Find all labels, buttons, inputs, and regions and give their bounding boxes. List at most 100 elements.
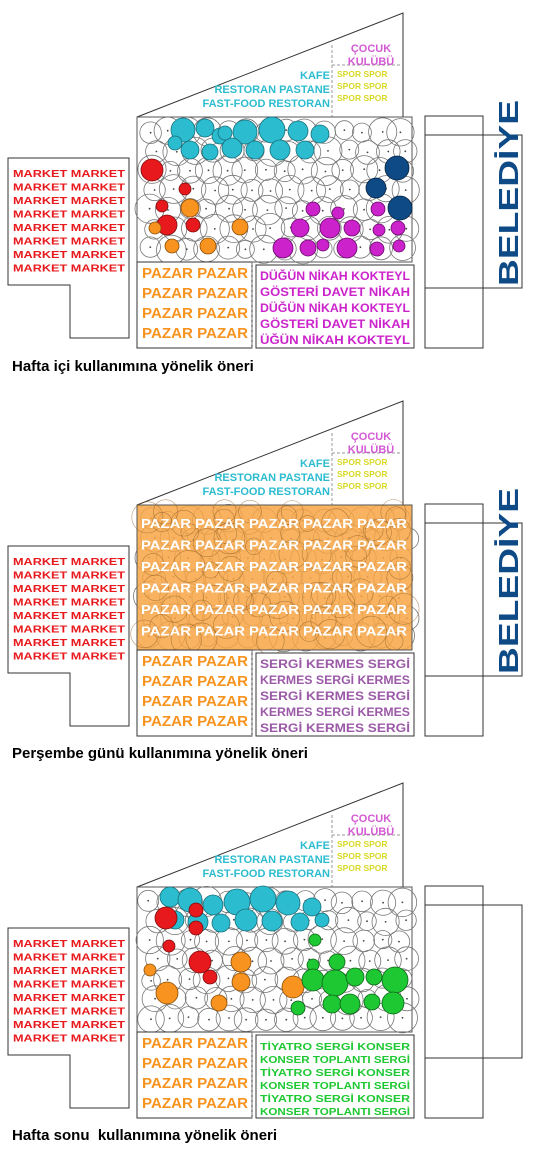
tree-canopy (330, 195, 358, 223)
tree-trunk (244, 208, 246, 211)
event-text-0: DÜĞÜN NİKAH KOKTEYL (260, 268, 410, 283)
market-text-5: MARKET MARKET (13, 236, 126, 248)
tree-canopy (216, 523, 238, 544)
pazar-cell: PAZAR (195, 624, 246, 639)
cafe-seating (232, 119, 258, 145)
pazar-kiosk (155, 981, 179, 1005)
tree-trunk (155, 150, 158, 153)
tree-canopy (254, 1008, 277, 1031)
pazar-text-3: PAZAR PAZAR (142, 325, 248, 342)
market-kiosk (140, 158, 164, 182)
pazar-cell: PAZAR (303, 624, 354, 639)
pazar-text-3: PAZAR PAZAR (142, 1095, 248, 1112)
tree-trunk (284, 940, 286, 943)
cafe-seating (217, 125, 233, 141)
tree-canopy (370, 889, 397, 916)
tree-trunk (175, 150, 178, 153)
square-area (134, 116, 420, 266)
tree-trunk (324, 899, 326, 901)
tree-trunk (192, 187, 195, 190)
tree-trunk (150, 1018, 152, 1021)
tree-canopy (192, 528, 222, 558)
cafe-seating (302, 897, 322, 917)
spor-label-0: SPOR SPOR (337, 839, 388, 849)
kulubu-label: KULÜBÜ (348, 825, 394, 838)
pazar-cell: PAZAR (303, 602, 354, 617)
tree-canopy (203, 585, 228, 610)
cafe-seating (211, 913, 231, 933)
spor-label-0: SPOR SPOR (337, 457, 388, 467)
tree-canopy (384, 632, 404, 651)
municipality-inner (424, 904, 484, 1059)
tree-trunk (228, 207, 231, 210)
tree-canopy (177, 1006, 200, 1029)
spor-label-2: SPOR SPOR (337, 93, 388, 103)
tree-trunk (189, 938, 192, 941)
tree-canopy (385, 506, 407, 528)
tree-canopy (310, 607, 337, 634)
tree-canopy (191, 599, 213, 621)
tree-trunk (251, 960, 254, 963)
market-text-6: MARKET MARKET (13, 637, 126, 649)
pazar-kiosk (148, 221, 162, 235)
tree-canopy (235, 239, 255, 259)
kafe-label: KAFE (300, 70, 330, 82)
market-kiosk (188, 950, 212, 974)
tree-trunk (369, 228, 371, 231)
tree-canopy (274, 1007, 299, 1032)
event-text-5: KONSER TOPLANTI SERGİ (260, 1105, 410, 1118)
fastfood-label: FAST-FOOD RESTORAN (202, 98, 330, 110)
tree-trunk (366, 920, 368, 923)
pazar-cell: PAZAR (357, 602, 408, 617)
belediye-label: BELEDİYE (493, 100, 524, 286)
tree-trunk (398, 940, 400, 943)
spor-label-0: SPOR SPOR (337, 69, 388, 79)
pazar-block (136, 261, 253, 349)
tree-trunk (310, 189, 313, 192)
pazar-text-0: PAZAR PAZAR (142, 1035, 248, 1052)
tree-canopy (302, 581, 334, 614)
event-text-1: KERMES SERGİ KERMES (260, 672, 410, 687)
belediye-label: BELEDİYE (493, 488, 524, 674)
event-seating (299, 239, 317, 257)
pazar-cell: PAZAR (141, 538, 192, 553)
pazar-cell: PAZAR (141, 602, 192, 617)
municipality-inner (424, 134, 484, 289)
cafe-seating (290, 912, 310, 932)
event-seating (372, 223, 386, 237)
event-block (255, 1034, 415, 1119)
tree-trunk (343, 129, 346, 132)
tree-canopy (394, 946, 419, 972)
cafe-seating (287, 120, 309, 142)
tree-canopy (215, 194, 244, 223)
event-seating (308, 933, 322, 947)
tree-canopy (254, 212, 286, 244)
tree-canopy (262, 588, 293, 619)
tree-canopy (315, 175, 344, 203)
pazar-text-2: PAZAR PAZAR (142, 305, 248, 322)
event-seating (316, 238, 330, 252)
market-text-2: MARKET MARKET (13, 583, 126, 595)
tree-canopy (299, 621, 320, 642)
cafe-seating (249, 885, 277, 913)
tree-trunk (269, 190, 272, 192)
tree-canopy (223, 582, 252, 611)
event-text-2: DÜĞÜN NİKAH KOKTEYL (260, 300, 410, 315)
event-seating (322, 994, 342, 1014)
tree-trunk (382, 901, 384, 904)
cafe-seating (258, 116, 286, 144)
tree-trunk (168, 1017, 171, 1020)
tree-trunk (343, 940, 345, 942)
tree-canopy (172, 550, 206, 583)
event-text-4: SERGİ KERMES SERGİ (260, 720, 410, 735)
event-seating (331, 206, 345, 220)
tree-canopy (137, 154, 167, 184)
restoran-pastane-label: RESTORAN PASTANE (214, 854, 330, 866)
tree-canopy (201, 176, 230, 205)
tree-canopy (178, 968, 201, 991)
event-block (255, 652, 415, 737)
tree-trunk (347, 919, 350, 921)
tree-trunk (214, 189, 217, 192)
